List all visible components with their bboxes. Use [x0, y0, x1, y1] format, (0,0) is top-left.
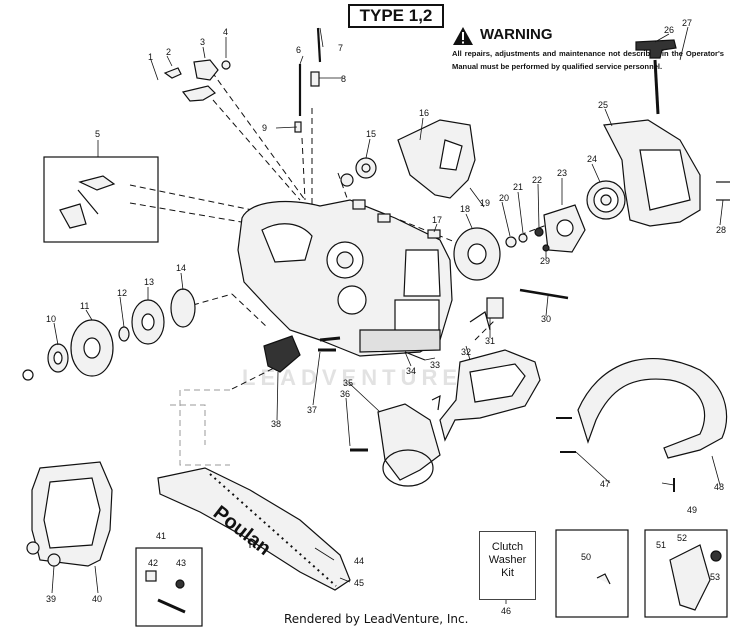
warning-text: All repairs, adjustments and maintenance…: [452, 49, 724, 71]
callout-53: 53: [710, 572, 720, 582]
kit-line-3: Kit: [501, 567, 514, 579]
inset-box-50: [555, 529, 629, 618]
callout-15: 15: [366, 129, 376, 139]
part-18-flywheel: [453, 227, 501, 281]
callout-42: 42: [148, 558, 158, 568]
part-45-bar: [157, 467, 351, 591]
callout-50: 50: [581, 552, 591, 562]
callout-21: 21: [513, 182, 523, 192]
kit-line-2: Washer: [488, 554, 527, 566]
callout-14: 14: [176, 263, 186, 273]
callout-34: 34: [406, 366, 416, 376]
callout-43: 43: [176, 558, 186, 568]
callout-9: 9: [262, 123, 267, 133]
callout-46: 46: [501, 606, 511, 616]
type-label: TYPE 1,2: [348, 4, 444, 28]
callout-44: 44: [354, 556, 364, 566]
callout-45: 45: [354, 578, 364, 588]
clutch-washer-kit-box: Clutch Washer Kit: [479, 531, 536, 600]
part-38-spike: [263, 335, 301, 373]
callout-22: 22: [532, 175, 542, 185]
callout-32: 32: [461, 347, 471, 357]
footer-credit: Rendered by LeadVenture, Inc.: [284, 612, 469, 626]
callout-30: 30: [541, 314, 551, 324]
part-32-brake: [439, 349, 541, 442]
inset-box-41: [135, 547, 203, 627]
part-35-band: [377, 403, 441, 487]
part-40-cover: [31, 461, 113, 567]
callout-17: 17: [432, 215, 442, 225]
callout-2: 2: [166, 47, 171, 57]
callout-52: 52: [677, 533, 687, 543]
callout-4: 4: [223, 27, 228, 37]
part-19-cover: [397, 119, 476, 199]
warning-title: WARNING: [480, 26, 553, 43]
callout-35: 35: [343, 378, 353, 388]
callout-3: 3: [200, 37, 205, 47]
callout-29: 29: [540, 256, 550, 266]
callout-18: 18: [460, 204, 470, 214]
part-25-starter: [603, 119, 701, 227]
callout-6: 6: [296, 45, 301, 55]
callout-26: 26: [664, 25, 674, 35]
callout-27: 27: [682, 18, 692, 28]
callout-23: 23: [557, 168, 567, 178]
callout-40: 40: [92, 594, 102, 604]
callout-16: 16: [419, 108, 429, 118]
clutch-assembly: [22, 288, 196, 381]
callout-24: 24: [587, 154, 597, 164]
engine-housing: [237, 199, 453, 357]
callout-20: 20: [499, 193, 509, 203]
callout-38: 38: [271, 419, 281, 429]
callout-8: 8: [341, 74, 346, 84]
parts-1-4: [163, 59, 231, 102]
callout-51: 51: [656, 540, 666, 550]
callout-33: 33: [430, 360, 440, 370]
callout-5: 5: [95, 129, 100, 139]
callout-41: 41: [156, 531, 166, 541]
inset-box-5: [43, 156, 159, 243]
callout-39: 39: [46, 594, 56, 604]
callout-11: 11: [80, 301, 89, 311]
callout-13: 13: [144, 277, 154, 287]
part-24-spring: [586, 180, 626, 220]
callout-10: 10: [46, 314, 56, 324]
callout-7: 7: [338, 43, 343, 53]
part-23-pulley: [543, 204, 586, 253]
callout-19: 19: [480, 198, 490, 208]
callout-12: 12: [117, 288, 127, 298]
warning-icon: [453, 27, 473, 45]
callout-25: 25: [598, 100, 608, 110]
callout-28: 28: [716, 225, 726, 235]
part-48-handle: [577, 357, 728, 459]
callout-47: 47: [600, 479, 610, 489]
callout-36: 36: [340, 389, 350, 399]
callout-1: 1: [148, 52, 153, 62]
callout-37: 37: [307, 405, 317, 415]
part-5-trigger: [59, 175, 116, 229]
callout-31: 31: [485, 336, 495, 346]
callout-49: 49: [687, 505, 697, 515]
inset-box-49: [644, 529, 728, 618]
callout-48: 48: [714, 482, 724, 492]
kit-line-1: Clutch: [491, 541, 524, 553]
part-26-handle: [635, 39, 677, 59]
